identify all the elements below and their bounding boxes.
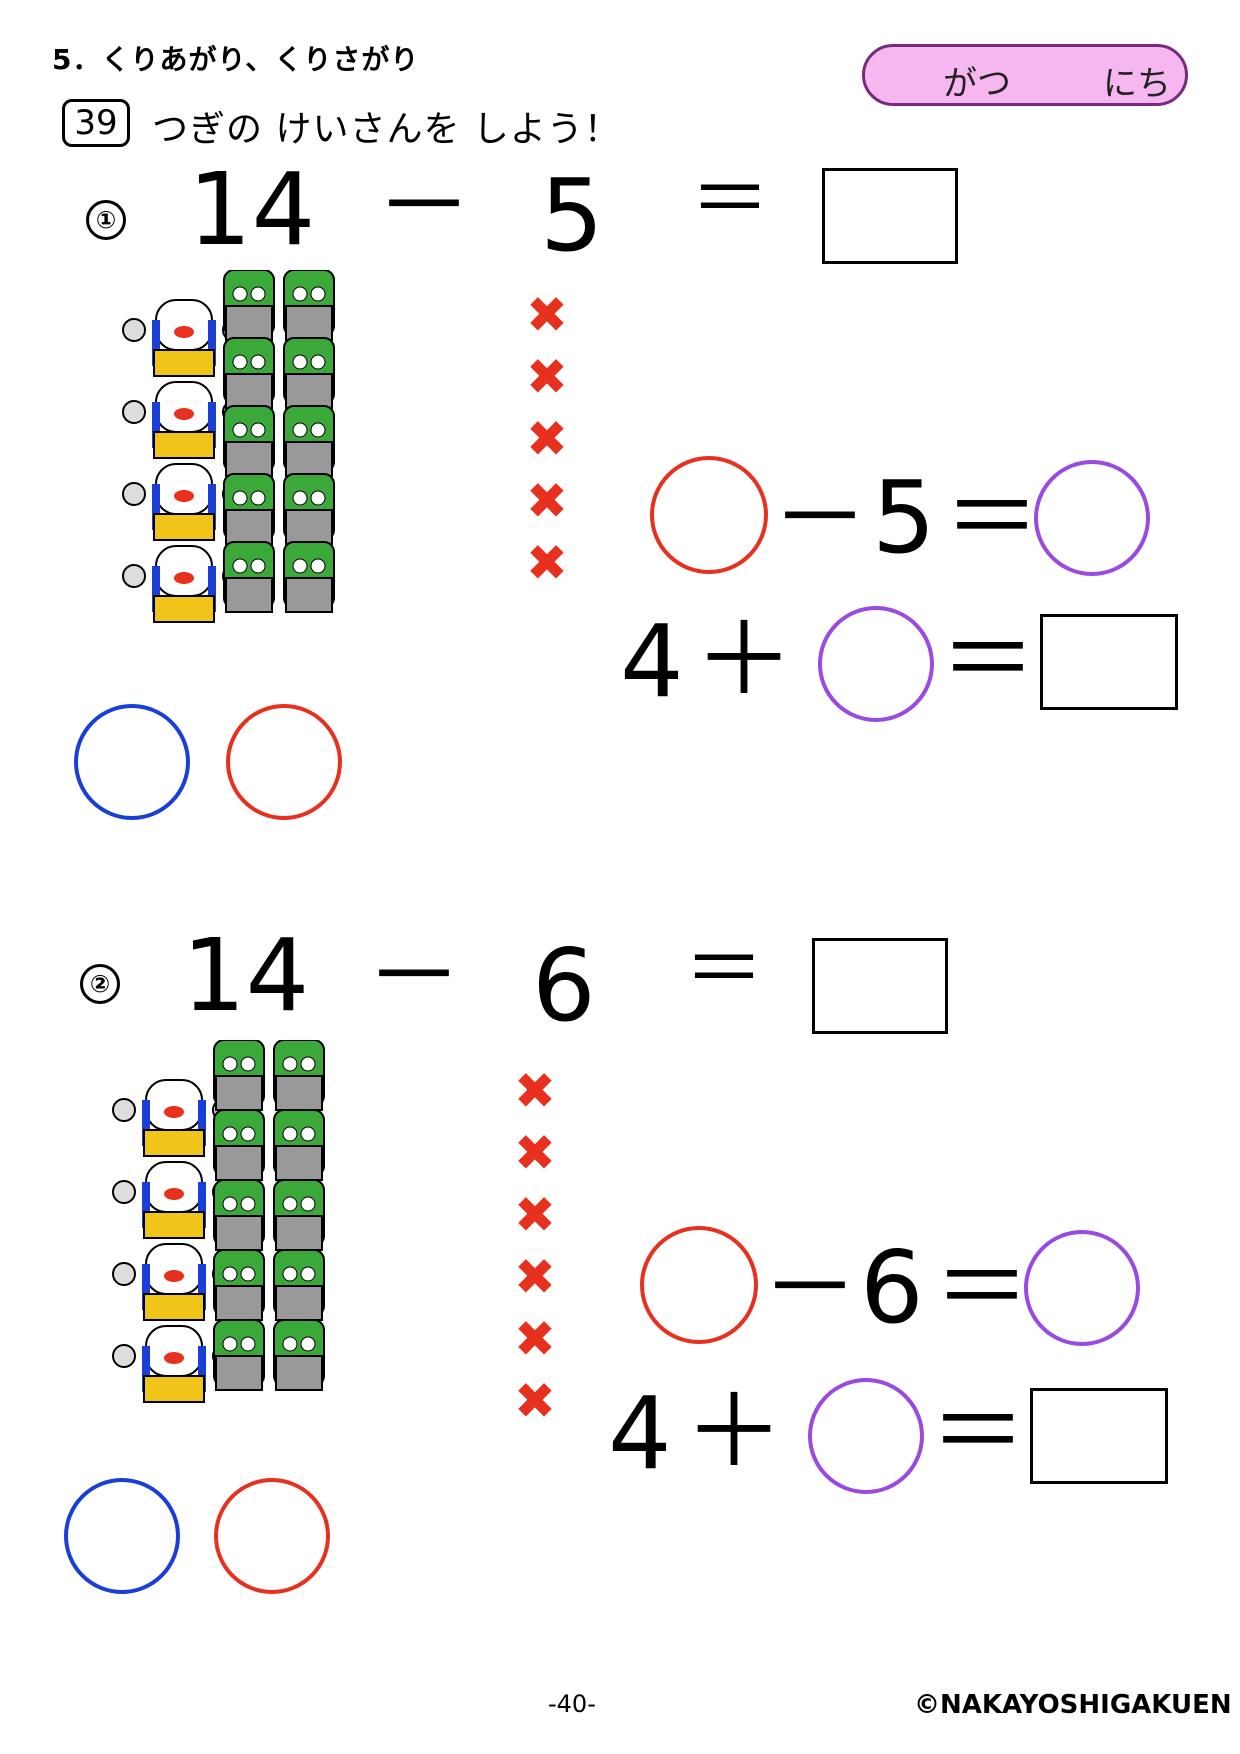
frog-figure (283, 270, 335, 341)
frog-figure (283, 337, 335, 409)
frog-figure (283, 473, 335, 545)
page-number: -40- (548, 1690, 596, 1718)
frog-figure (283, 405, 335, 477)
frog-figure (223, 337, 275, 409)
problem-2-minuend: 14 (182, 917, 310, 1034)
problem-2-step2-addend: 4 (608, 1375, 672, 1492)
cross-mark-icon: ✖ (526, 410, 568, 468)
problem-2-answer-box[interactable] (812, 938, 948, 1034)
frog-figure (273, 1249, 325, 1321)
problem-2-step2-equals: ＝ (930, 1376, 1026, 1488)
cross-mark-icon: ✖ (526, 286, 568, 344)
problem-2-step2-plus: ＋ (684, 1373, 784, 1490)
problem-1-red-circle[interactable] (226, 704, 342, 820)
instruction-text: つぎの けいさんを しよう！ (152, 109, 621, 150)
frog-figure (273, 1179, 325, 1251)
copyright-text: ©NAKAYOSHIGAKUEN (914, 1690, 1232, 1720)
worksheet-number: 39 (62, 99, 130, 147)
teacher-figure (122, 463, 246, 541)
problem-2-step1-equals: ＝ (934, 1232, 1030, 1344)
cross-mark-icon: ✖ (526, 348, 568, 406)
cross-mark-icon: ✖ (514, 1186, 556, 1244)
problem-1-step1-subtrahend: 5 (872, 459, 936, 576)
teacher-figure (112, 1079, 236, 1157)
problem-1-step2-answer-box[interactable] (1040, 614, 1178, 710)
cross-mark-icon: ✖ (514, 1124, 556, 1182)
problem-2-step1-subtrahend: 6 (860, 1229, 924, 1346)
cross-mark-icon: ✖ (526, 534, 568, 592)
teacher-figures (122, 299, 246, 623)
frog-figure (273, 1319, 325, 1391)
problem-2-red-circle[interactable] (214, 1478, 330, 1594)
problem-1-step1-minus: － (772, 462, 868, 574)
problem-1-minuend: 14 (188, 151, 316, 268)
frog-figure (223, 405, 275, 477)
problem-1-equals: ＝ (690, 153, 770, 246)
frog-figure (213, 1109, 265, 1181)
cross-mark-icon: ✖ (526, 472, 568, 530)
frog-figure (283, 541, 335, 613)
frog-figure (273, 1109, 325, 1181)
cross-mark-icon: ✖ (514, 1248, 556, 1306)
frog-figure (213, 1319, 265, 1391)
problem-1-step1-purple-circle[interactable] (1034, 460, 1150, 576)
problem-1-blue-circle[interactable] (74, 704, 190, 820)
frog-figure (273, 1040, 325, 1111)
problem-2-step1-red-circle[interactable] (640, 1226, 758, 1344)
problem-2-minus-sign: － (366, 920, 462, 1032)
cross-mark-icon: ✖ (514, 1372, 556, 1430)
frog-figure (223, 473, 275, 545)
month-label: がつ (943, 64, 1011, 104)
problem-1-subtrahend: 5 (540, 157, 604, 274)
problem-2-step2-answer-box[interactable] (1030, 1388, 1168, 1484)
frog-figure (213, 1040, 265, 1111)
problem-1-number: ① (86, 200, 126, 240)
problem-1-step2-addend: 4 (620, 603, 684, 720)
problem-1-step2-plus: ＋ (694, 601, 794, 718)
frog-figure (223, 541, 275, 613)
frog-figure (213, 1179, 265, 1251)
frog-figures (213, 1040, 325, 1391)
problem-2-illustration (112, 1040, 325, 1403)
problem-2-step2-purple-circle[interactable] (808, 1378, 924, 1494)
problem-1-step1-equals: ＝ (944, 462, 1040, 574)
teacher-figure (112, 1243, 236, 1321)
problem-1-step2-purple-circle[interactable] (818, 606, 934, 722)
problem-2-equals: ＝ (684, 923, 764, 1016)
cross-mark-icon: ✖ (514, 1310, 556, 1368)
problem-2-step1-minus: － (762, 1232, 858, 1344)
problem-2-step1-purple-circle[interactable] (1024, 1230, 1140, 1346)
frog-figure (223, 270, 275, 341)
cross-mark-icon: ✖ (514, 1062, 556, 1120)
problem-1-illustration (122, 270, 335, 623)
problem-1-step1-red-circle[interactable] (650, 456, 768, 574)
problem-2-blue-circle[interactable] (64, 1478, 180, 1594)
problem-2-subtrahend: 6 (532, 927, 596, 1044)
problem-2-number: ② (80, 964, 120, 1004)
problem-1-minus-sign: － (376, 150, 472, 262)
day-label: にち (1103, 64, 1171, 104)
chapter-title: 5．くりあがり、くりさがり (52, 43, 420, 76)
date-field[interactable]: がつ にち (862, 44, 1188, 106)
problem-1-answer-box[interactable] (822, 168, 958, 264)
frog-figures (223, 270, 335, 613)
problem-1-step2-equals: ＝ (940, 604, 1036, 716)
frog-figure (213, 1249, 265, 1321)
teacher-figure (122, 381, 246, 459)
